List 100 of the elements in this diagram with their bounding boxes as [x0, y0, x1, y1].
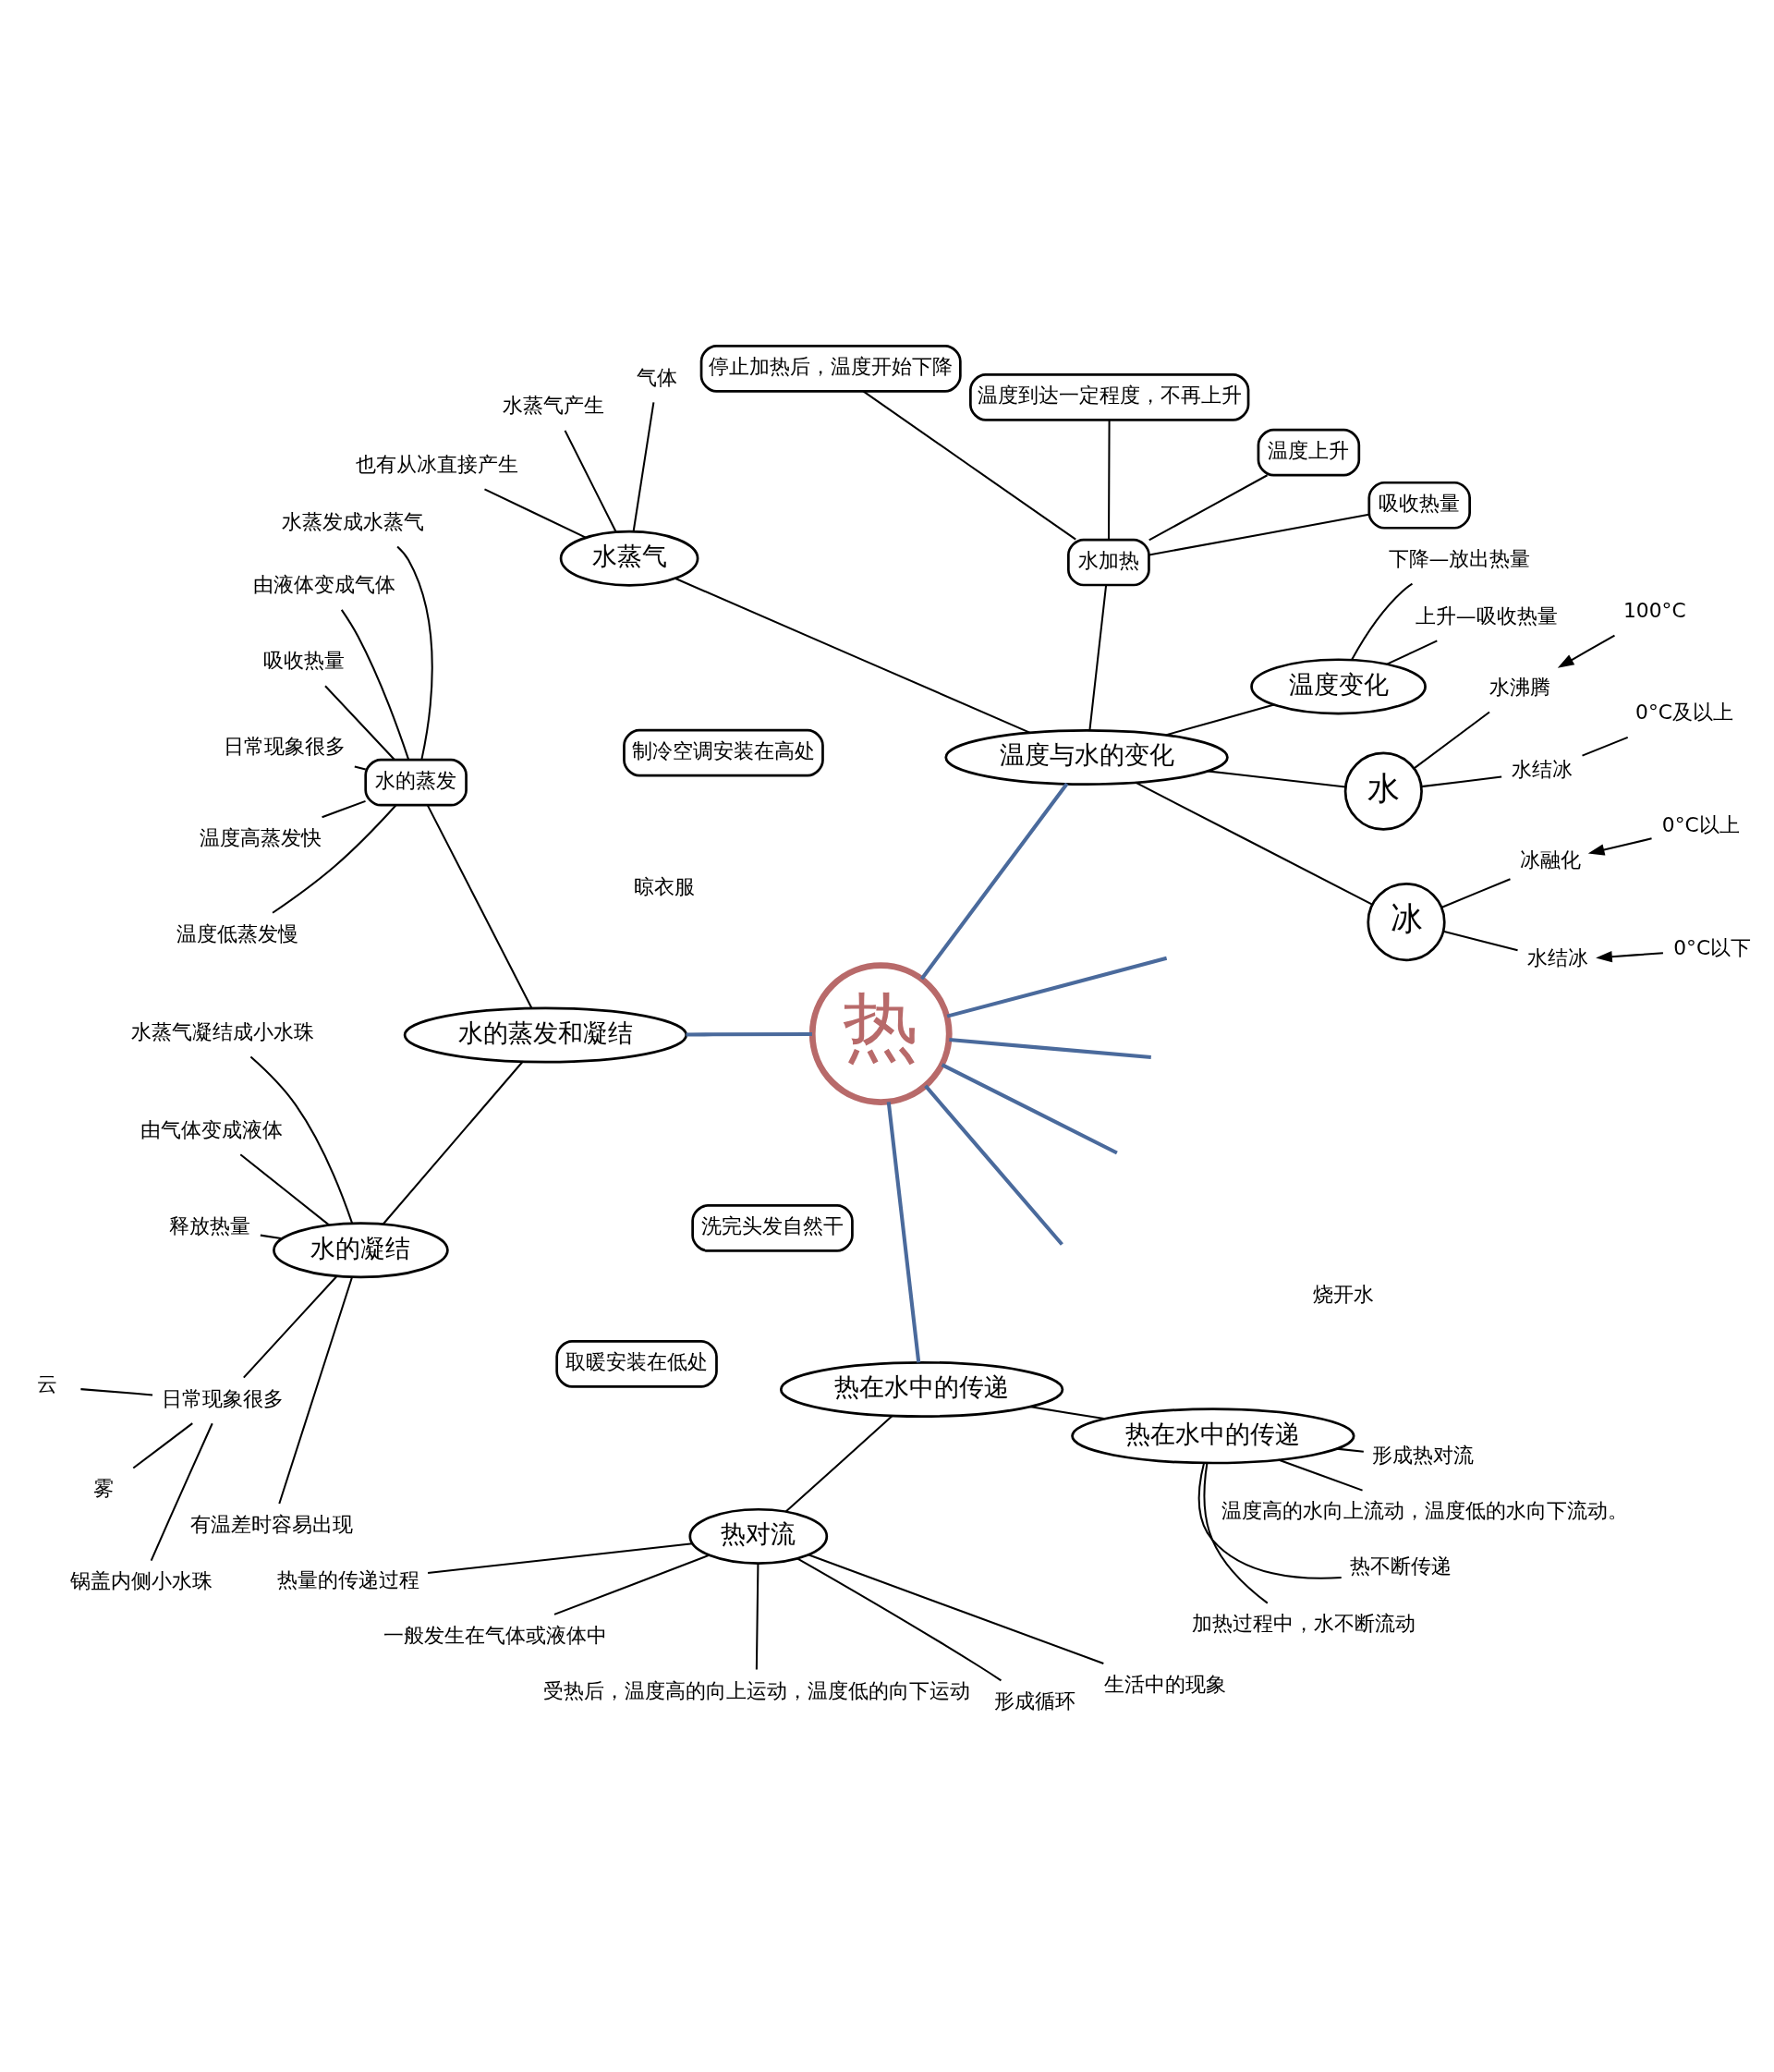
- node-box: 洗完头发自然干: [691, 1204, 854, 1252]
- connector: [1421, 775, 1502, 788]
- connector: [260, 1234, 283, 1240]
- connector: [243, 1275, 338, 1379]
- arrow: [1557, 634, 1615, 668]
- node-box: 温度到达一定程度，不再上升: [969, 372, 1250, 421]
- connector: [632, 402, 655, 532]
- node-text: 0°C及以上: [1635, 701, 1734, 725]
- node-ellipse: 热对流: [688, 1507, 829, 1565]
- connector: [354, 765, 366, 771]
- node-ellipse: 水的蒸发和凝结: [403, 1006, 688, 1064]
- connector: [553, 1554, 711, 1615]
- connector: [249, 1055, 354, 1225]
- connector: [946, 956, 1168, 1018]
- node-box: 温度上升: [1257, 428, 1361, 477]
- node-text: 下降—放出热量: [1388, 546, 1531, 570]
- connector: [796, 1557, 1002, 1682]
- connector: [1165, 703, 1275, 737]
- node-text: 温度高蒸发快: [199, 826, 322, 850]
- connector: [1203, 1462, 1269, 1604]
- connector: [1207, 770, 1346, 788]
- arrow: [1587, 837, 1652, 856]
- connector: [427, 1542, 693, 1574]
- node-text: 一般发生在气体或液体中: [383, 1623, 607, 1647]
- label: 晾衣服: [634, 874, 696, 898]
- node-text: 0°C以下: [1673, 935, 1752, 959]
- node-text: 由液体变成气体: [253, 573, 396, 597]
- connector: [322, 799, 366, 819]
- node-text: 水结冰: [1511, 758, 1573, 782]
- node-ellipse: 温度与水的变化: [944, 728, 1229, 786]
- node-text: 上升—吸收热量: [1415, 603, 1558, 628]
- node-text: 日常现象很多: [161, 1386, 284, 1410]
- connector: [1442, 930, 1518, 952]
- connector: [862, 390, 1076, 541]
- connector: [886, 1102, 921, 1363]
- connector: [396, 545, 433, 761]
- node-text: 水沸腾: [1489, 676, 1551, 700]
- connector: [278, 1276, 353, 1505]
- connector: [1350, 582, 1414, 661]
- connector: [1582, 736, 1629, 757]
- connector: [150, 1422, 213, 1562]
- node-ellipse: 热在水中的传递: [1071, 1408, 1355, 1465]
- node-ellipse: 水蒸气: [559, 530, 699, 587]
- node-text: 100°C: [1623, 599, 1686, 623]
- node-box: 停止加热后，温度开始下降: [699, 345, 962, 393]
- connector: [674, 577, 1031, 734]
- node-text: 雾: [92, 1477, 114, 1501]
- connector: [755, 1563, 759, 1670]
- node-text: 释放热量: [169, 1213, 251, 1237]
- connector: [1108, 420, 1111, 540]
- node-text: 水蒸气凝结成小水珠: [130, 1019, 314, 1043]
- connector: [272, 804, 397, 914]
- connector: [340, 609, 410, 761]
- connector: [808, 1554, 1104, 1664]
- node-text: 形成循环: [994, 1689, 1076, 1713]
- node-text: 水结冰: [1527, 946, 1589, 970]
- node-text: 受热后，温度高的向上运动，温度低的向下运动: [542, 1678, 970, 1702]
- connector: [1386, 640, 1438, 665]
- node-box: 水的蒸发: [364, 758, 468, 807]
- node-text: 冰融化: [1520, 848, 1582, 872]
- node-text: 形成热对流: [1372, 1444, 1475, 1468]
- node-text: 云: [36, 1372, 57, 1396]
- node-text: 锅盖内侧小水珠: [69, 1569, 213, 1593]
- node-text: 温度低蒸发慢: [176, 921, 298, 945]
- node-text: 吸收热量: [262, 649, 345, 673]
- connector: [1135, 781, 1373, 906]
- connector: [784, 1415, 893, 1513]
- connector: [686, 1031, 812, 1037]
- connector: [484, 488, 587, 539]
- connector: [919, 782, 1069, 981]
- connector: [1197, 1462, 1342, 1579]
- connector: [1088, 585, 1108, 731]
- node-text: 生活中的现象: [1104, 1672, 1227, 1696]
- connector: [426, 804, 533, 1009]
- connector: [924, 1084, 1063, 1246]
- node-text: 水蒸气产生: [502, 394, 604, 418]
- node-text: 有温差时容易出现: [190, 1512, 354, 1536]
- connector: [1028, 1406, 1106, 1420]
- connector: [941, 1063, 1118, 1155]
- connector: [1278, 1458, 1363, 1492]
- connector: [132, 1422, 193, 1469]
- connector: [382, 1060, 524, 1225]
- node-circle: 水: [1343, 751, 1423, 831]
- node-box: 吸收热量: [1367, 481, 1471, 530]
- node-text: 气体: [637, 365, 678, 389]
- label: 烧开水: [1312, 1282, 1374, 1306]
- arrow: [1596, 950, 1663, 963]
- connector: [324, 685, 395, 761]
- connector: [564, 430, 617, 533]
- connector: [1336, 1447, 1364, 1453]
- node-text: 热量的传递过程: [276, 1567, 419, 1591]
- node-text: 也有从冰直接产生: [356, 452, 519, 476]
- connector: [1441, 878, 1511, 908]
- node-circle: 热: [808, 962, 953, 1106]
- connector: [1413, 711, 1490, 770]
- connector: [1148, 474, 1269, 542]
- node-text: 温度高的水向上流动，温度低的水向下流动。: [1221, 1499, 1629, 1523]
- node-text: 加热过程中，水不断流动: [1191, 1612, 1416, 1636]
- node-box: 水加热: [1067, 538, 1150, 587]
- node-box: 取暖安装在低处: [555, 1339, 718, 1388]
